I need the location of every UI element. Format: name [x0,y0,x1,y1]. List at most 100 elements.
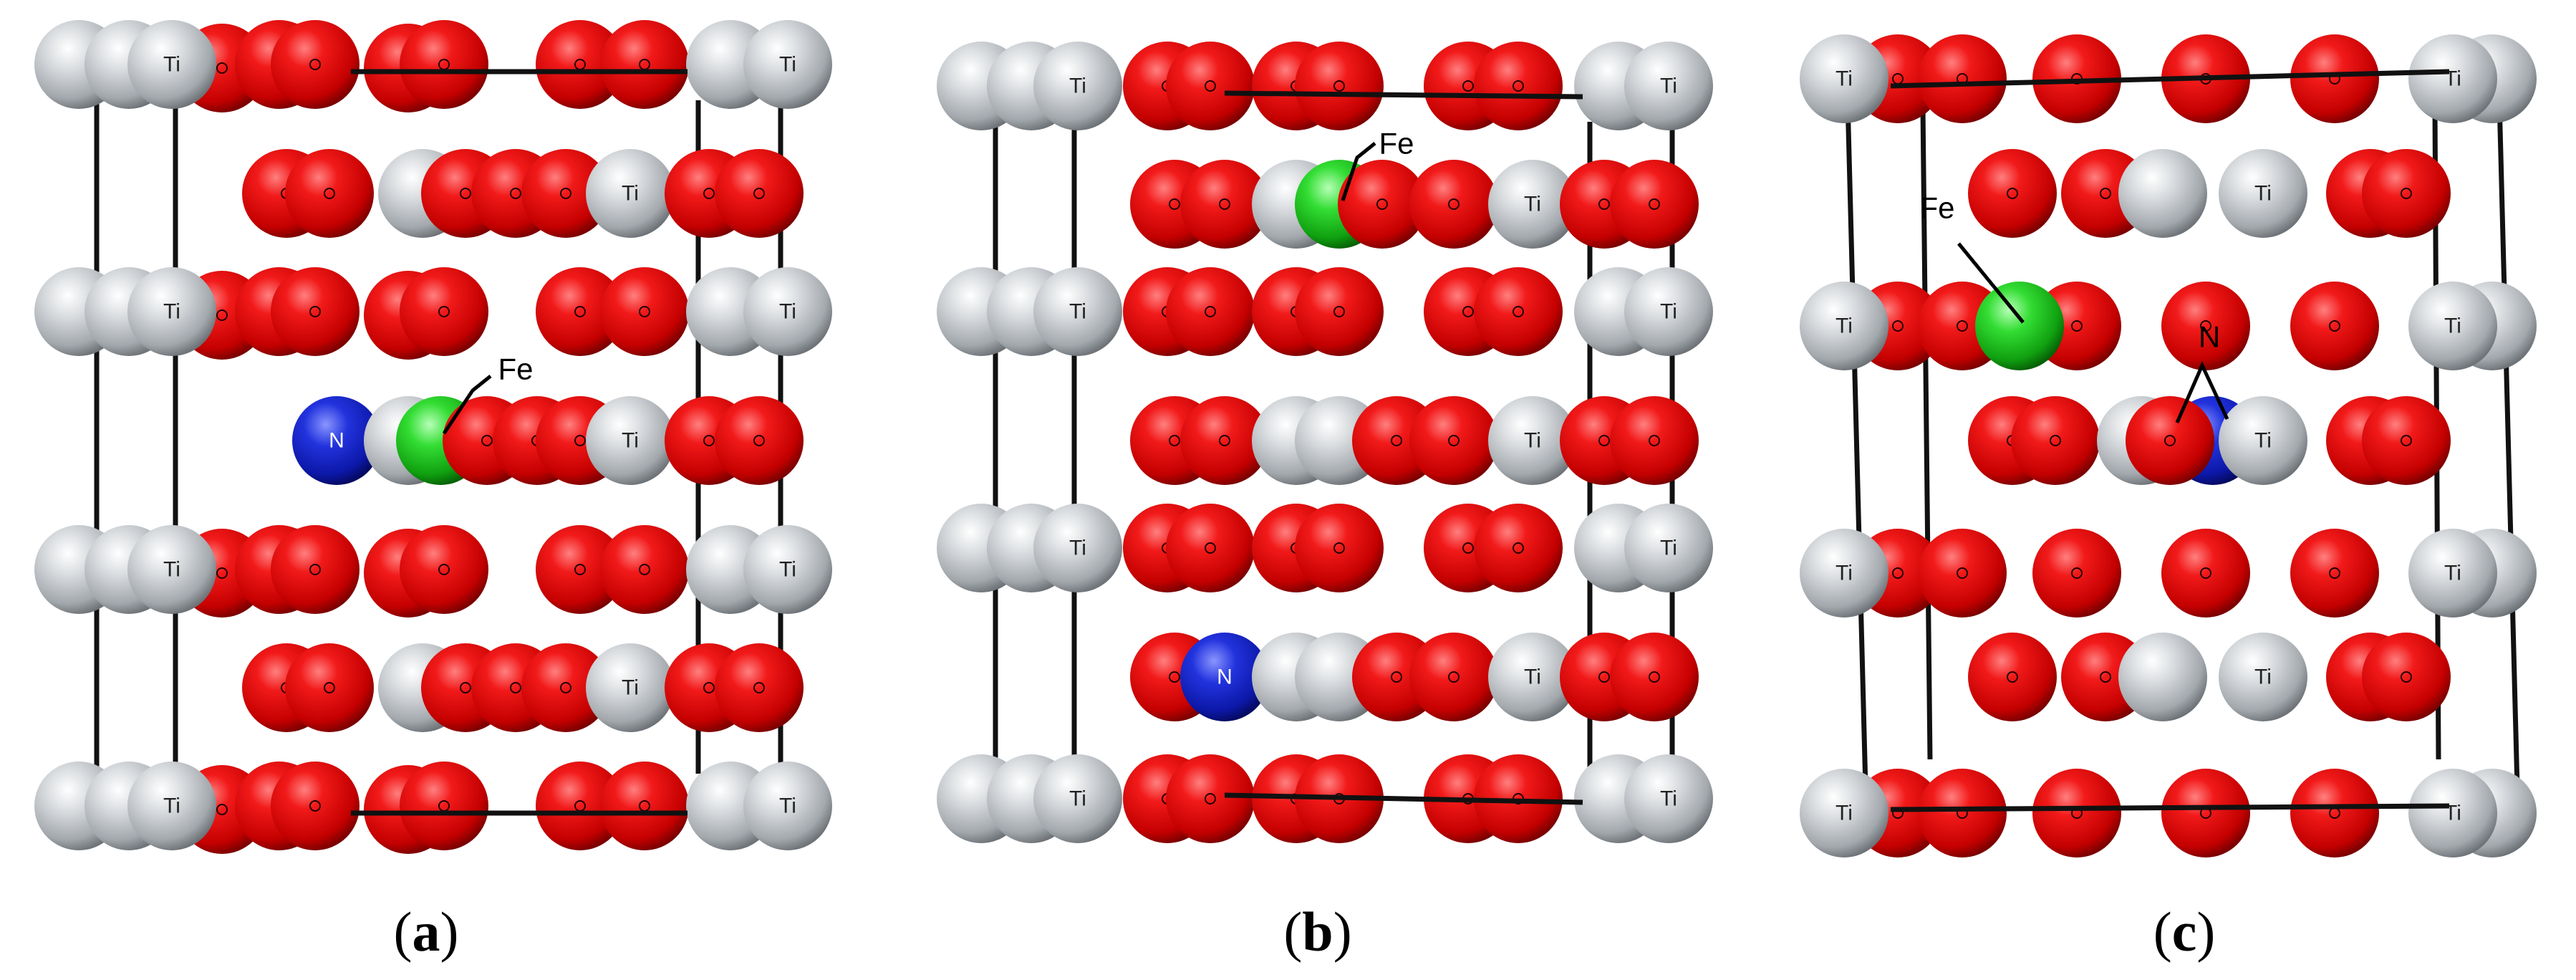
titanium-atom: Ti [586,149,675,238]
oxygen-atom [1166,504,1255,592]
caption-close-paren: ) [440,900,459,963]
titanium-label: Ti [1069,537,1086,560]
oxygen-atom [521,643,610,732]
oxygen-atom [600,525,689,614]
n-callout-label: N [2199,320,2220,354]
oxygen-atom [1166,754,1255,843]
oxygen-atom [271,20,360,109]
cell-edge-left-inner [1920,107,1933,760]
oxygen-atom [2126,396,2214,485]
oxygen-atom [1474,504,1563,592]
oxygen-atom [1474,267,1563,356]
titanium-label: Ti [622,676,639,700]
oxygen-atom [2290,769,2379,858]
oxygen-atom [1166,267,1255,356]
oxygen-atom [400,267,488,356]
oxygen-atom [2161,529,2250,618]
fe-callout-label: Fe [498,352,533,386]
panel-caption: (a) [394,900,459,963]
titanium-label: Ti [779,300,796,324]
oxygen-atom [521,149,610,238]
titanium-atom: Ti [2219,149,2307,238]
cell-edge-left [1845,100,1868,789]
oxygen-atom [1180,160,1269,249]
oxygen-atom [2290,529,2379,618]
titanium-atom: Ti [2408,34,2497,123]
titanium-atom: Ti [127,267,216,356]
oxygen-atom [1918,529,2007,618]
titanium-atom: Ti [2219,396,2307,485]
cell-edge-top [1890,69,2450,89]
oxygen-atom [1610,396,1699,485]
titanium-label: Ti [1835,314,1853,338]
titanium-label: Ti [1660,537,1677,560]
titanium-atom: Ti [1033,504,1122,592]
titanium-atom: Ti [2408,282,2497,370]
titanium-label: Ti [1660,75,1677,98]
titanium-atom: Ti [743,525,832,614]
cell-edge-bottom [1224,792,1583,805]
oxygen-atom [600,267,689,356]
oxygen-atom [1918,34,2007,123]
oxygen-atom [1918,769,2007,858]
oxygen-atom [2362,633,2451,721]
nitrogen-label: N [329,429,344,453]
titanium-label: Ti [1835,562,1853,585]
oxygen-atom [1409,396,1498,485]
oxygen-atom [271,267,360,356]
oxygen-atom [2161,769,2250,858]
nitrogen-label: N [1217,666,1232,689]
oxygen-atom [715,149,804,238]
titanium-label: Ti [1524,193,1541,216]
titanium-atom: Ti [743,762,832,850]
titanium-label: Ti [2254,666,2272,689]
nitrogen-atom: N [1180,633,1269,721]
oxygen-atom [536,267,624,356]
titanium-atom: Ti [1624,754,1713,843]
titanium-atom: Ti [1624,267,1713,356]
titanium-atom: Ti [586,643,675,732]
titanium-atom: Ti [743,20,832,109]
oxygen-atom [2362,396,2451,485]
caption-open-paren: ( [394,900,413,963]
oxygen-atom [2362,149,2451,238]
titanium-atom: Ti [586,396,675,485]
oxygen-atom [1968,633,2057,721]
panel-caption: (c) [2153,900,2216,963]
oxygen-atom [1474,42,1563,130]
fe-callout-line [442,375,492,435]
cell-edge-bottom [1890,803,2450,812]
oxygen-atom [285,643,374,732]
oxygen-atom [600,762,689,850]
oxygen-atom [1409,160,1498,249]
titanium-label: Ti [779,558,796,582]
titanium-label: Ti [2254,182,2272,206]
nitrogen-atom: N [292,396,381,485]
titanium-atom: Ti [743,267,832,356]
titanium-atom: Ti [1800,769,1888,858]
oxygen-atom [400,525,488,614]
titanium-label: Ti [622,182,639,206]
titanium-label: Ti [163,794,180,818]
oxygen-atom [1295,504,1384,592]
oxygen-atom [1295,42,1384,130]
titanium-atom: Ti [1033,42,1122,130]
oxygen-atom [1338,160,1427,249]
oxygen-atom [1166,42,1255,130]
titanium-atom [2118,149,2207,238]
titanium-atom: Ti [1488,160,1577,249]
oxygen-atom [2290,34,2379,123]
oxygen-atom [1180,396,1269,485]
caption-close-paren: ) [2196,900,2215,963]
cell-edge-top [1224,90,1583,100]
oxygen-atom [285,149,374,238]
titanium-label: Ti [1069,300,1086,324]
oxygen-atom [715,396,804,485]
n-callout-line [2175,360,2229,424]
fe-callout-line [1957,242,2025,324]
caption-close-paren: ) [1333,900,1352,963]
